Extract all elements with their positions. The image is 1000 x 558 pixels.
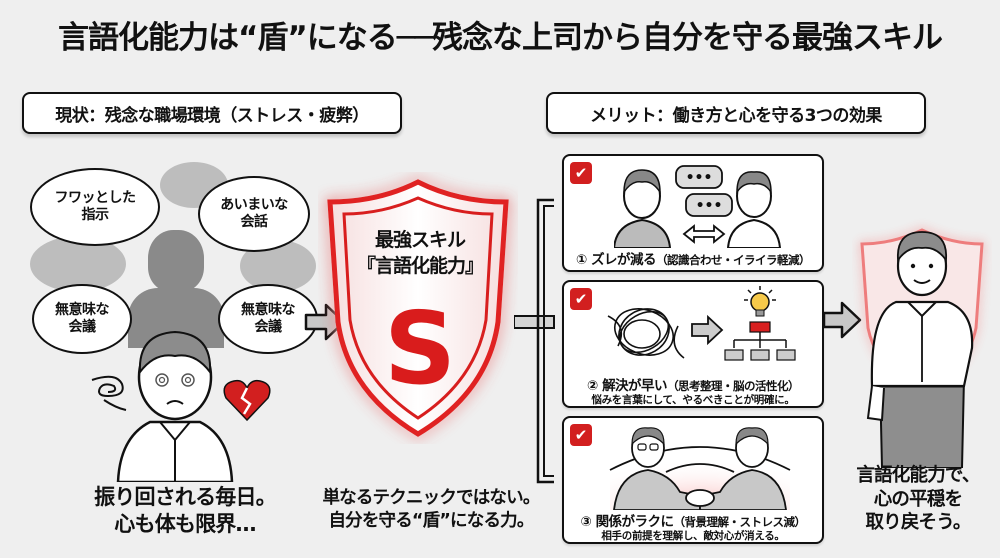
current-situation-label-text: 現状：残念な職場環境（ストレス・疲弊） <box>55 105 369 126</box>
bubble-line: 会話 <box>240 214 268 230</box>
bubble-line: 会議 <box>254 319 283 335</box>
stressed-person-icon <box>116 330 234 482</box>
stress-caption: 振り回される毎日。 心も体も限界… <box>60 484 310 539</box>
benefit-2-subtext: 悩みを言葉にして、やるべきことが明確に。 <box>591 394 795 406</box>
bubble-line: 無意味な <box>55 301 110 318</box>
svg-text:•••: ••• <box>696 198 723 214</box>
protected-person-icon <box>860 228 984 468</box>
benefit-title: ズレが減る <box>591 252 657 268</box>
bubble-line: 指示 <box>81 207 110 223</box>
bubble-line: あいまいな <box>220 196 288 213</box>
branch-connector <box>514 198 555 484</box>
boss-and-employee-talking-icon: ••• ••• <box>614 165 782 248</box>
broken-heart-icon <box>223 379 271 422</box>
tangled-thoughts-to-idea-icon <box>607 286 796 361</box>
shield-caption-line1: 単なるテクニックではない。 <box>322 488 540 508</box>
speech-bubble-ambiguous-talk: あいまいな 会話 <box>198 176 310 252</box>
checkbox-checked-icon: ✔ <box>570 424 592 446</box>
handshake-icon <box>609 427 791 510</box>
stress-caption-line2: 心も体も限界… <box>114 512 256 537</box>
benefit-title: 解決が早い <box>602 378 668 394</box>
shield-s-letter: S <box>383 290 457 407</box>
benefit-detail: （認識合わせ・イライラ軽減） <box>656 253 811 267</box>
outcome-caption: 言語化能力で、 心の平穏を 取り戻そう。 <box>838 464 998 535</box>
benefit-card-1: ✔ ••• ••• ① ズレが減る（認識合わせ・イライラ軽減） <box>562 154 824 272</box>
speech-bubble-pointless-meeting: 無意味な 会議 <box>218 284 318 354</box>
benefit-card-2: ✔ ② 解決が早い（思考整理・脳の活性化） 悩みを言葉にして、やるべきことが明確… <box>562 280 824 408</box>
shield-caption: 単なるテクニックではない。 自分を守る“盾”になる力。 <box>296 487 566 533</box>
benefits-label-text: メリット：働き方と心を守る3つの効果 <box>590 105 882 126</box>
bubble-line: 無意味な <box>241 301 296 318</box>
shield-label-line2: 『言語化能力』 <box>356 254 484 277</box>
benefit-detail: （背景理解・ストレス減） <box>673 515 807 529</box>
benefit-1-title: ① ズレが減る（認識合わせ・イライラ軽減） <box>564 248 822 268</box>
bubble-line: 会議 <box>68 319 97 335</box>
stress-caption-line1: 振り回される毎日。 <box>94 485 277 509</box>
benefit-detail: （思考整理・脳の活性化） <box>667 379 800 393</box>
page-title: 言語化能力は“盾”になる──残念な上司から自分を守る最強スキル <box>57 20 943 56</box>
benefit-3-title: ③ 関係がラクに（背景理解・ストレス減） <box>564 510 822 530</box>
shield-label: 最強スキル 『言語化能力』 <box>330 228 510 279</box>
benefit-card-3: ✔ ③ 関係がラクに（背景理解・ストレス減） 相手の前提を理解し、敵対心が消える… <box>562 416 824 544</box>
benefit-number: ② <box>586 378 598 394</box>
boss-silhouette-icon <box>148 230 204 292</box>
speech-bubble-vague-instruction: フワッとした 指示 <box>30 168 160 246</box>
arrow-right-icon <box>304 303 346 341</box>
arrow-right-icon <box>822 301 862 339</box>
benefit-number: ① <box>575 252 587 268</box>
shield-label-line1: 最強スキル <box>374 229 466 251</box>
outcome-caption-line3: 取り戻そう。 <box>865 512 971 534</box>
benefit-2-title: ② 解決が早い（思考整理・脳の活性化） <box>564 374 822 394</box>
svg-text:•••: ••• <box>686 170 713 186</box>
benefit-number: ③ <box>580 514 592 530</box>
shield-caption-line2: 自分を守る“盾”になる力。 <box>328 510 534 531</box>
dizzy-swirl-icon <box>91 375 127 411</box>
benefit-title: 関係がラクに <box>595 514 675 530</box>
current-situation-label: 現状：残念な職場環境（ストレス・疲弊） <box>22 92 402 134</box>
bubble-line: フワッとした <box>54 189 137 206</box>
benefits-label: メリット：働き方と心を守る3つの効果 <box>546 92 926 134</box>
outcome-caption-line1: 言語化能力で、 <box>856 465 980 486</box>
grey-cloud-icon <box>30 236 126 292</box>
benefit-3-subtext: 相手の前提を理解し、敵対心が消える。 <box>601 530 785 542</box>
checkbox-checked-icon: ✔ <box>570 288 592 310</box>
shield-icon <box>327 179 509 437</box>
outcome-caption-line2: 心の平穏を <box>873 488 963 510</box>
speech-bubble-pointless-meeting: 無意味な 会議 <box>32 284 132 354</box>
checkbox-checked-icon: ✔ <box>570 162 592 184</box>
